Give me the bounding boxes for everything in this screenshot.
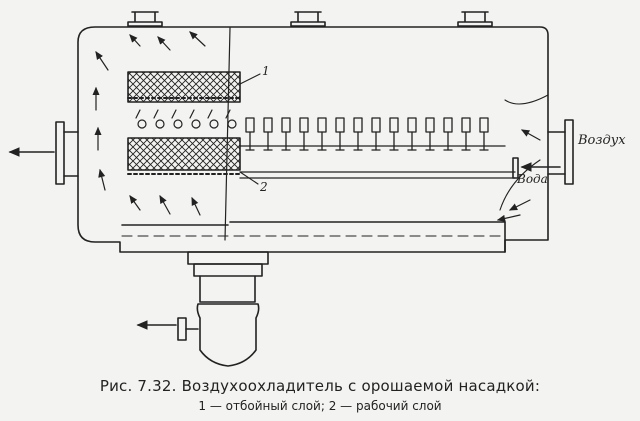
- label-water: Вода: [517, 172, 548, 186]
- leader-1: [239, 73, 261, 85]
- sprayer-row: [239, 117, 516, 179]
- left-outlet-nozzle: [55, 121, 79, 185]
- vessel-body: [77, 26, 549, 253]
- label-air: Воздух: [578, 133, 626, 148]
- bottom-sump: [177, 251, 269, 367]
- label-layer-1: 1: [262, 64, 270, 78]
- packing-layer-2: [127, 137, 241, 171]
- leader-2: [239, 171, 259, 185]
- flow-arrows: [92, 31, 541, 222]
- label-layer-2: 2: [260, 180, 268, 194]
- flow-lines-right: [499, 94, 549, 211]
- top-nozzles: [127, 11, 493, 27]
- figure-caption-legend: 1 — отбойный слой; 2 — рабочий слой: [198, 399, 442, 413]
- separator-elements: [135, 109, 237, 129]
- water-inlet: [512, 157, 519, 179]
- figure-caption-title: Рис. 7.32. Воздухоохладитель с орошаемой…: [99, 377, 541, 395]
- right-inlet-nozzle: [547, 119, 574, 185]
